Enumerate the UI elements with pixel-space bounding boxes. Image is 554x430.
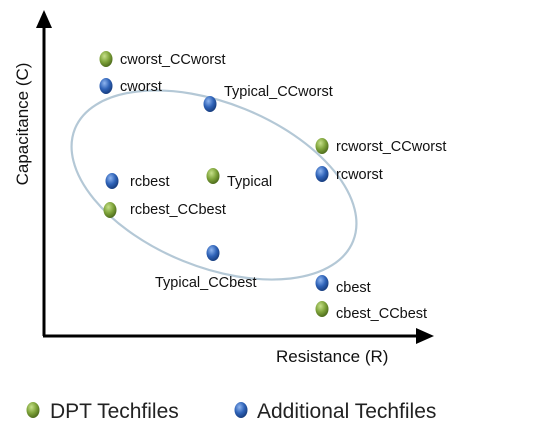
green-marker-typical xyxy=(206,168,220,184)
label-typical-ccbest: Typical_CCbest xyxy=(155,275,257,291)
corner-rcbest-ccbest: rcbest_CCbest xyxy=(103,202,226,218)
label-cbest: cbest xyxy=(336,280,371,296)
corner-typical-ccworst: Typical_CCworst xyxy=(203,84,333,112)
corner-rcworst: rcworst xyxy=(315,166,383,183)
corner-ellipse xyxy=(70,89,358,281)
label-cworst-ccworst: cworst_CCworst xyxy=(120,52,226,68)
label-rcbest: rcbest xyxy=(130,174,170,190)
blue-marker-cbest xyxy=(315,275,329,291)
blue-marker-cworst xyxy=(99,78,113,94)
y-axis-arrow xyxy=(36,10,52,28)
blue-marker-typical-ccworst xyxy=(203,96,217,112)
legend-additional-label: Additional Techfiles xyxy=(257,400,436,423)
corner-typical-ccbest: Typical_CCbest xyxy=(155,245,257,291)
blue-marker-rcbest xyxy=(105,173,119,189)
legend-item-dpt: DPT Techfiles xyxy=(26,400,179,423)
corner-cworst: cworst xyxy=(99,78,162,95)
label-cworst: cworst xyxy=(120,79,162,95)
legend-blue-marker xyxy=(234,402,248,418)
label-cbest-ccbest: cbest_CCbest xyxy=(336,306,427,322)
legend: DPT Techfiles Additional Techfiles xyxy=(26,400,436,423)
blue-marker-typical-ccbest xyxy=(206,245,220,261)
legend-green-marker xyxy=(26,402,40,418)
legend-dpt-label: DPT Techfiles xyxy=(50,400,179,423)
green-marker-rcworst-ccworst xyxy=(315,138,329,154)
corner-cbest: cbest xyxy=(315,275,371,296)
blue-marker-rcworst xyxy=(315,166,329,182)
label-rcworst-ccworst: rcworst_CCworst xyxy=(336,139,446,155)
corner-cworst-ccworst: cworst_CCworst xyxy=(99,51,226,68)
x-axis-arrow xyxy=(416,328,434,344)
corner-typical: Typical xyxy=(206,168,272,190)
label-typical: Typical xyxy=(227,174,272,190)
y-axis-label: Capacitance (C) xyxy=(13,63,32,186)
corner-rcbest: rcbest xyxy=(105,173,170,190)
green-marker-cbest-ccbest xyxy=(315,301,329,317)
green-marker-rcbest-ccbest xyxy=(103,202,117,218)
corner-rcworst-ccworst: rcworst_CCworst xyxy=(315,138,446,155)
axes xyxy=(36,10,434,344)
label-typical-ccworst: Typical_CCworst xyxy=(224,84,333,100)
legend-item-additional: Additional Techfiles xyxy=(234,400,436,423)
corner-cbest-ccbest: cbest_CCbest xyxy=(315,301,427,322)
x-axis-label: Resistance (R) xyxy=(276,347,388,366)
label-rcworst: rcworst xyxy=(336,167,383,183)
green-marker-cworst-ccworst xyxy=(99,51,113,67)
label-rcbest-ccbest: rcbest_CCbest xyxy=(130,202,226,218)
